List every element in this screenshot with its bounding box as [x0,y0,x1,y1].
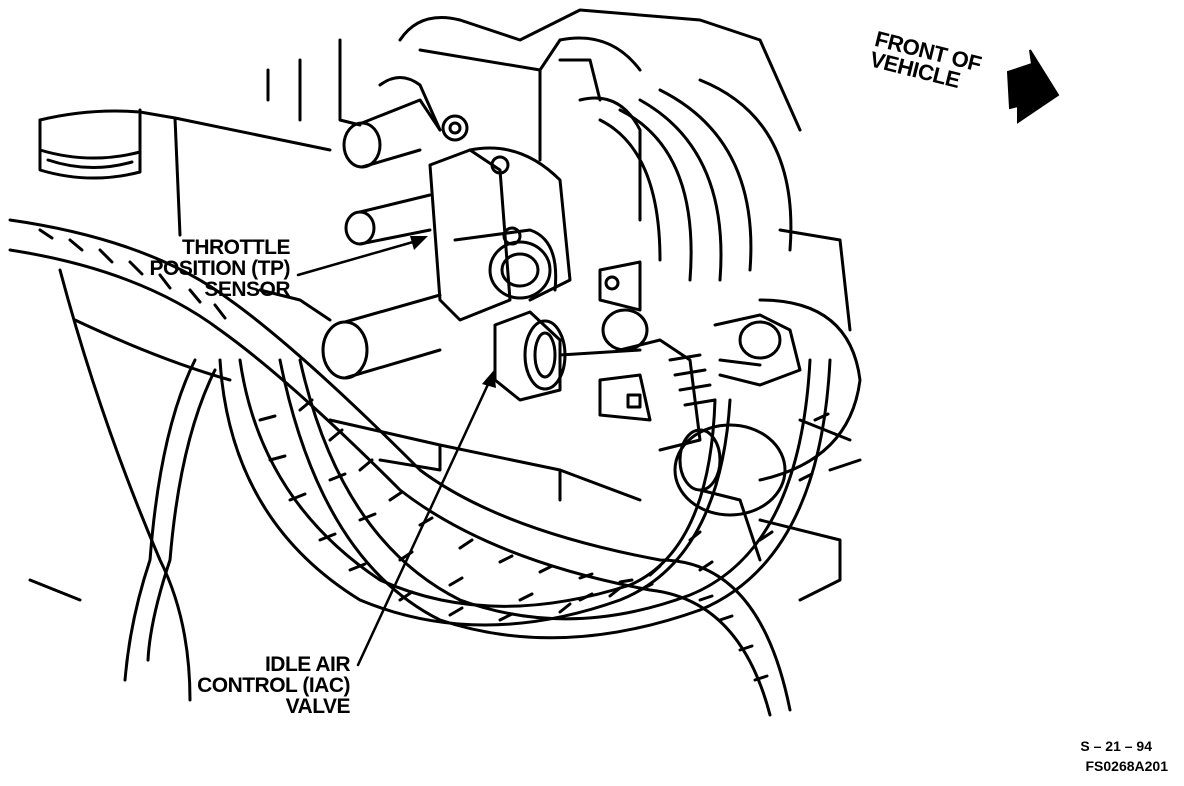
figure-reference-code: FS0268A201 [1085,758,1168,774]
iac-valve-label-line2: CONTROL (IAC) [197,674,350,697]
lower-engine-structure [258,288,862,602]
iac-valve-body [493,308,649,402]
iac-valve-label-line1: IDLE AIR [264,653,351,676]
tp-sensor-label-line3: SENSOR [204,278,290,301]
engine-block-left [28,38,362,702]
engine-upper-structure [398,8,852,332]
callout-arrowheads [410,236,496,388]
throttle-body [428,114,642,322]
wiring-harness [8,218,832,717]
tp-sensor-label-line2: POSITION (TP) [149,257,291,280]
front-direction-arrow-icon [1006,49,1060,124]
figure-date-code: S – 21 – 94 [1080,738,1152,754]
callout-leaders [296,238,492,667]
tp-sensor-label-line1: THROTTLE [182,236,290,259]
wiring-connectors [598,298,862,517]
tp-sensor-callout: THROTTLE POSITION (TP) SENSOR [100,236,291,301]
coolant-pipes [321,76,442,380]
iac-valve-callout: IDLE AIR CONTROL (IAC) VALVE [140,654,350,717]
iac-valve-label-line3: VALVE [285,695,351,718]
